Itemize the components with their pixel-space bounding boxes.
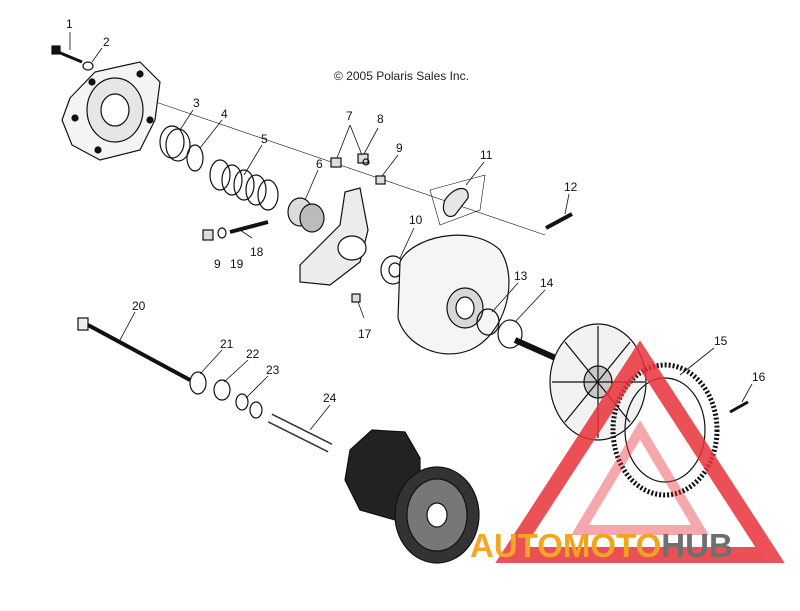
callout-10: 10 [409,213,423,227]
callout-7: 7 [346,109,353,123]
brand-auto: AUTO [470,527,563,564]
fixed-sheave [513,323,647,441]
star-washer [189,371,207,395]
pin-assembly [202,220,269,241]
ring-gear [610,362,720,498]
callout-18: 18 [250,245,264,259]
callout-11: 11 [480,148,493,162]
washer [82,61,94,71]
gear-bolt [729,400,749,414]
long-bolt [77,317,191,382]
callout-12: 12 [564,180,578,194]
callout-9-bottom: 9 [214,257,221,271]
callout-labels: 1 2 3 4 5 6 7 8 9 9 10 11 12 13 14 15 16… [66,17,766,405]
shaft-tube-inner [268,414,332,452]
callout-16: 16 [752,370,766,384]
brand-hub: HUB [661,527,733,564]
spacer [213,379,231,401]
clutch-assembly [344,429,480,564]
callout-19: 19 [230,257,244,271]
axis-line [149,99,546,236]
callout-15: 15 [714,334,728,348]
snap-ring [186,144,204,172]
callout-14: 14 [540,276,554,290]
brand-moto: MOTO [562,527,662,564]
watermark-brand: AUTOMOTOHUB [470,527,733,565]
leader-lines [69,32,753,431]
o-ring-small [235,393,249,411]
nuts [330,153,370,168]
roller-bushing [287,197,325,233]
movable-sheave [397,234,510,355]
roller-group-outline [429,174,486,226]
roller [442,187,469,218]
cover-plate [61,61,161,161]
spring [209,159,279,211]
callout-6: 6 [316,157,323,171]
spider-arm [299,187,369,286]
o-ring [476,308,500,336]
callout-5: 5 [261,132,268,146]
callout-9-top: 9 [396,141,403,155]
callout-13: 13 [514,269,528,283]
small-nut [351,293,361,303]
callout-4: 4 [221,107,228,121]
watermark-logo-mark [495,340,785,563]
o-ring-small-2 [249,401,263,419]
callout-24: 24 [323,391,337,405]
callout-2: 2 [103,35,110,49]
nut [375,175,386,185]
bearing-ring [497,319,523,349]
callout-3: 3 [193,96,200,110]
callout-20: 20 [132,299,146,313]
bushing-ring [159,125,191,162]
callout-21: 21 [220,337,234,351]
callout-8: 8 [377,112,384,126]
callout-23: 23 [266,363,280,377]
callout-1: 1 [66,17,73,31]
callout-22: 22 [246,347,260,361]
pin [545,212,573,230]
bolt [51,45,83,64]
callout-17: 17 [358,327,372,341]
copyright-notice: © 2005 Polaris Sales Inc. [334,69,469,83]
